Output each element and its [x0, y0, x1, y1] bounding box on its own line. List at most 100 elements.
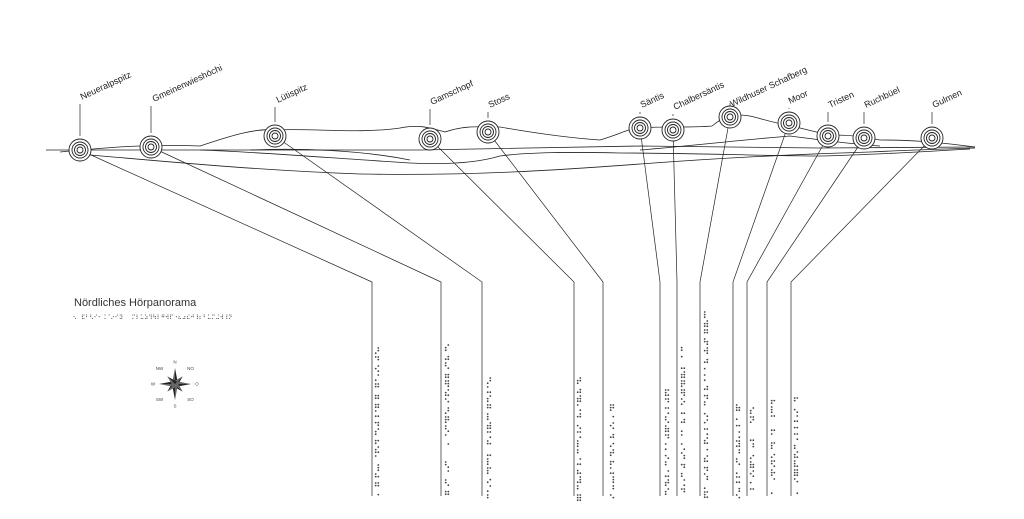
braille-dot: [489, 454, 492, 457]
braille-dot: [444, 349, 447, 352]
braille-dot: [664, 443, 667, 445]
braille-dot: [706, 437, 709, 439]
braille-dot: [609, 451, 612, 454]
braille-dot: [796, 426, 799, 429]
braille-dot: [576, 424, 579, 427]
braille-dot: [703, 428, 706, 430]
braille-dot: [374, 475, 377, 478]
braille-dot: [706, 331, 709, 334]
braille-dot: [444, 416, 447, 418]
braille-dot: [81, 317, 83, 319]
braille-dot: [196, 317, 198, 319]
braille-dot: [576, 472, 579, 475]
braille-dot: [667, 398, 670, 400]
braille-dot: [576, 404, 579, 406]
braille-dot: [770, 460, 773, 462]
braille-dot: [377, 358, 380, 361]
braille-dot: [680, 380, 683, 382]
braille-dot: [447, 493, 450, 496]
braille-dot: [735, 460, 738, 463]
braille-dot: [196, 314, 198, 316]
braille-dot: [664, 398, 667, 400]
braille-dot: [735, 476, 738, 478]
braille-dot: [752, 439, 755, 442]
peak-label: Neueralpspitz: [79, 69, 134, 102]
braille-dot: [374, 433, 377, 436]
braille-dot: [136, 317, 138, 319]
braille-dot: [576, 469, 579, 472]
braille-dot: [706, 352, 709, 355]
braille-dot: [667, 400, 670, 403]
braille-dot: [377, 464, 380, 466]
braille-dot: [486, 494, 489, 496]
braille-dot: [96, 314, 98, 316]
braille-dot: [683, 490, 686, 493]
braille-column: [486, 377, 492, 499]
braille-dot: [706, 329, 709, 331]
peak-ring: [824, 132, 832, 140]
braille-dot: [738, 424, 741, 427]
peak-label: Säntis: [639, 90, 666, 110]
braille-dot: [667, 434, 670, 436]
peak-label: Chalbersäntis: [672, 79, 727, 112]
braille-dot: [447, 355, 450, 358]
braille-dot: [749, 463, 752, 466]
braille-dot: [444, 376, 447, 379]
braille-dot: [486, 418, 489, 421]
braille-dot: [121, 316, 123, 318]
braille-dot: [752, 470, 755, 472]
braille-dot: [486, 458, 489, 460]
peak-marker: [852, 126, 876, 150]
braille-dot: [209, 317, 211, 319]
braille-dot: [377, 383, 380, 385]
braille-dot: [132, 314, 134, 316]
braille-dot: [683, 418, 686, 421]
braille-dot: [377, 365, 380, 367]
braille-dot: [226, 314, 228, 316]
braille-dot: [199, 316, 201, 318]
braille-dot: [793, 462, 796, 465]
braille-dot: [186, 316, 188, 318]
braille-dot: [228, 314, 230, 316]
braille-dot: [447, 385, 450, 388]
braille-column: [444, 344, 450, 496]
braille-dot: [576, 397, 579, 400]
braille-dot: [664, 463, 667, 466]
braille-dot: [144, 317, 146, 319]
braille-dot: [796, 465, 799, 468]
braille-dot: [576, 431, 579, 433]
braille-dot: [444, 493, 447, 496]
peak-marker: [139, 135, 163, 159]
braille-dot: [664, 484, 667, 487]
peak-label: Tristen: [827, 89, 856, 110]
braille-dot: [167, 316, 169, 318]
braille-dot: [377, 394, 380, 397]
connector-line: [699, 116, 731, 496]
peak-ring: [669, 126, 677, 134]
braille-dot: [486, 397, 489, 400]
braille-dot: [486, 496, 489, 499]
braille-dot: [680, 472, 683, 475]
braille-dot: [444, 373, 447, 376]
braille-dot: [793, 453, 796, 456]
braille-dot: [706, 388, 709, 391]
braille-dot: [703, 338, 706, 340]
braille-dot: [153, 316, 155, 318]
braille-dot: [773, 415, 776, 417]
braille-dot: [576, 415, 579, 418]
braille-dot: [683, 412, 686, 415]
braille-dot: [738, 442, 741, 445]
braille-dot: [377, 493, 380, 496]
braille-dot: [576, 445, 579, 448]
braille-dot: [735, 458, 738, 460]
braille-dot: [664, 475, 667, 478]
braille-dot: [377, 406, 380, 409]
braille-dot: [770, 415, 773, 417]
braille-dot: [749, 412, 752, 415]
compass-letter: NW: [156, 366, 164, 371]
braille-dot: [667, 430, 670, 433]
braille-dot: [576, 382, 579, 385]
peak-label: Gmeinenwieshöchi: [151, 63, 224, 104]
braille-dot: [374, 394, 377, 397]
